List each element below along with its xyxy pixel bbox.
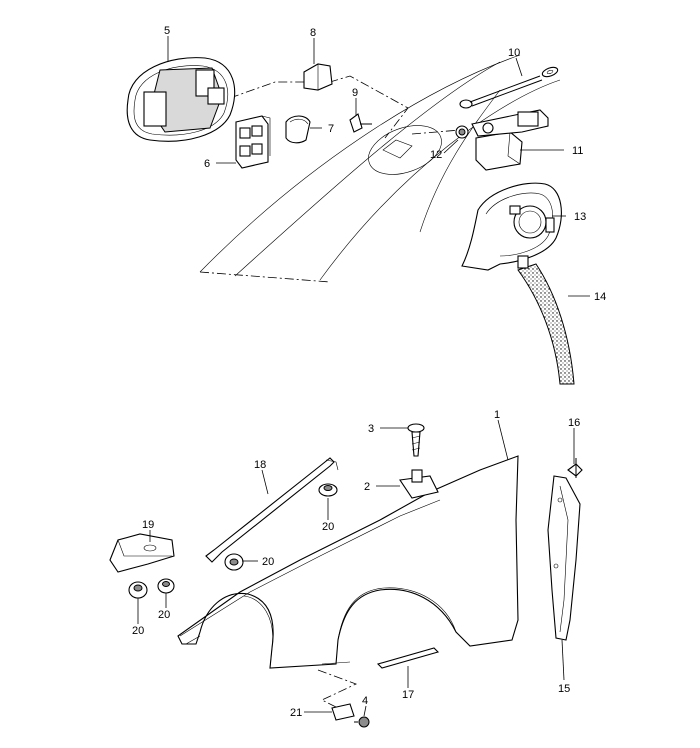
part-6-hinge-bracket [235,115,271,169]
part-17-trim-piece [376,647,440,669]
part-13-filler-housing [461,182,562,271]
callout-16: 16 [568,417,580,429]
part-3-screw [407,423,425,457]
assembly-line-5-8 [229,75,409,139]
callout-20-b: 20 [262,556,274,568]
callout-15: 15 [558,683,570,695]
part-20-nut-d [157,578,175,594]
part-15-seal-strip [547,475,581,641]
callout-labels: 5 8 10 9 7 6 12 11 13 14 1 3 16 18 2 19 … [132,25,606,719]
callout-12: 12 [430,149,442,161]
part-20-nut-a [318,483,338,497]
callout-20-d: 20 [132,625,144,637]
callout-20-c: 20 [158,609,170,621]
part-12-grommet [455,125,469,139]
part-20-nut-b [224,553,244,571]
callout-9: 9 [352,87,358,99]
callout-2: 2 [364,481,370,493]
part-18-trim-strip [205,457,339,563]
part-14-filler-hose [517,255,575,385]
callout-7: 7 [328,123,334,135]
part-8-bump-stop [303,63,333,91]
part-20-nut-c [128,581,148,599]
part-4-screw [354,716,370,728]
part-11-actuator [471,109,549,171]
callout-4: 4 [362,695,368,707]
callout-5: 5 [164,25,170,37]
callout-1: 1 [494,409,500,421]
body-outline-upper [199,54,561,283]
callout-21: 21 [290,707,302,719]
part-7-clip [285,115,311,144]
callout-11: 11 [572,145,583,157]
part-21-clip [331,703,355,721]
callout-14: 14 [594,291,606,303]
callout-18: 18 [254,459,266,471]
part-16-clip [567,458,583,478]
callout-10: 10 [508,47,520,59]
part-1-front-fender [177,455,519,669]
callout-17: 17 [402,689,414,701]
leader-lines [137,36,590,717]
callout-13: 13 [574,211,586,223]
callout-3: 3 [368,423,374,435]
part-9-pin [349,113,372,133]
part-10-release-cable [459,66,559,109]
assembly-line-21 [317,669,358,711]
callout-8: 8 [310,27,316,39]
part-5-fuel-flap [126,57,236,142]
callout-6: 6 [204,158,210,170]
part-2-bracket-plate [399,469,439,499]
part-19-bracket [109,533,175,573]
callout-20-a: 20 [322,521,334,533]
assembly-line-12 [411,129,461,135]
callout-19: 19 [142,519,154,531]
